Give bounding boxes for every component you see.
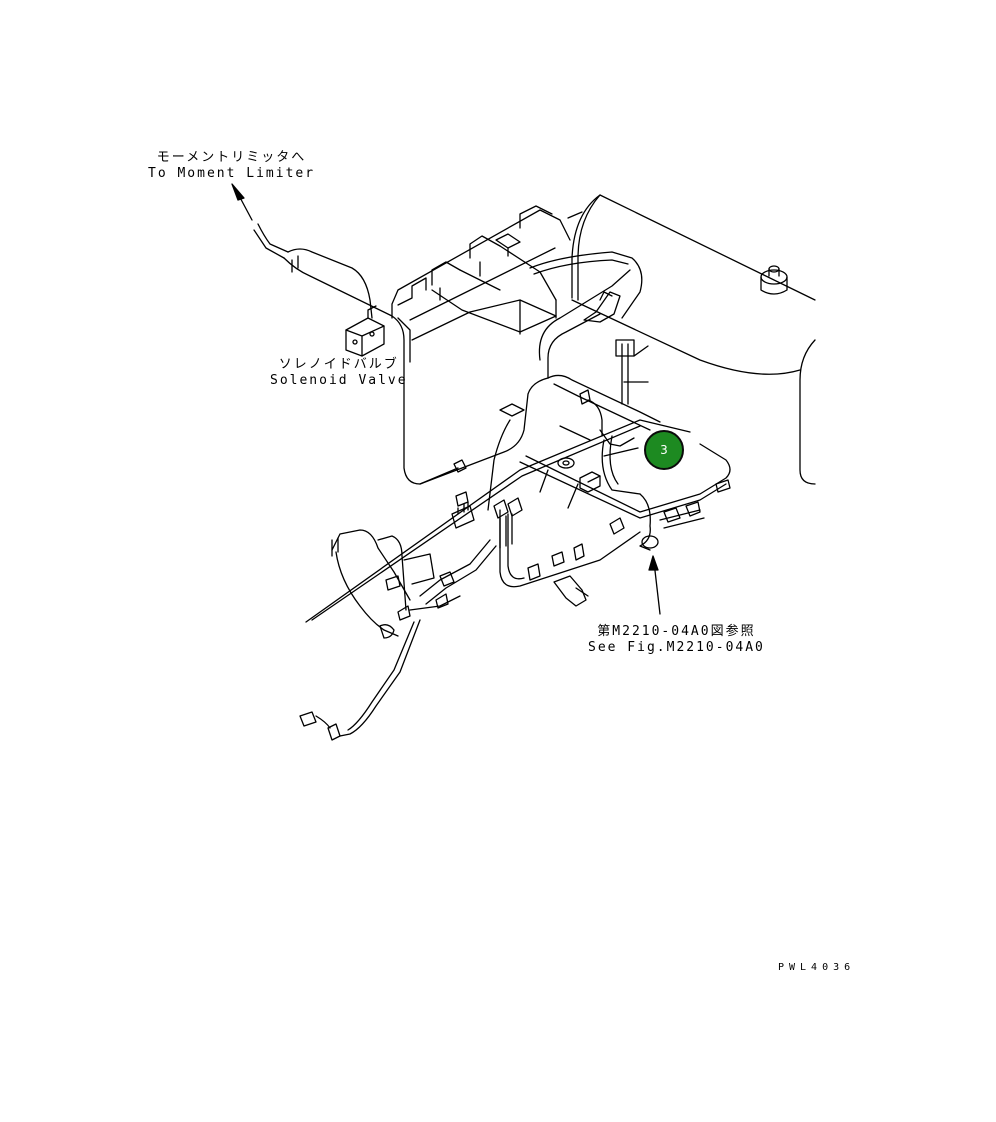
see-figure-label-jp: 第M2210-04A0図参照 (597, 624, 756, 639)
moment-limiter-label-jp: モーメントリミッタへ (156, 150, 307, 165)
drawing-number: PWL4036 (778, 962, 856, 973)
reference-arrowhead (648, 555, 659, 571)
connectors (451, 233, 731, 607)
see-figure-label-en: See Fig.M2210-04A0 (588, 640, 765, 655)
moment-limiter-label: モーメントリミッタへ To Moment Limiter (148, 150, 315, 182)
reference-arrow-line (653, 561, 661, 615)
solenoid-valve-label: ソレノイドバルブ Solenoid Valve (270, 357, 408, 389)
part-callout-3[interactable]: 3 (644, 430, 684, 470)
moment-limiter-label-en: To Moment Limiter (148, 166, 316, 181)
moment-limiter-harness (231, 183, 459, 485)
main-harness (305, 251, 731, 623)
lower-harness (299, 529, 497, 741)
battery-block (391, 205, 571, 363)
solenoid-valve-label-jp: ソレノイドバルブ (278, 357, 399, 372)
solenoid-valve-label-en: Solenoid Valve (270, 373, 408, 388)
see-figure-label: 第M2210-04A0図参照 See Fig.M2210-04A0 (588, 624, 765, 656)
